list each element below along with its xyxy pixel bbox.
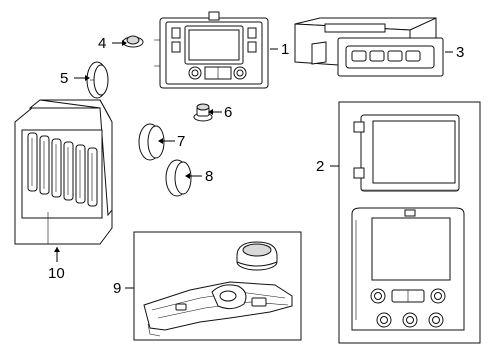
part-8-speaker bbox=[165, 159, 192, 197]
callout-8: 8 bbox=[205, 168, 213, 185]
part-2-screen-upper bbox=[353, 114, 460, 192]
callout-6: 6 bbox=[224, 104, 232, 121]
part-5-speaker bbox=[86, 61, 109, 99]
vent-slats bbox=[27, 132, 98, 207]
part-4-plug bbox=[122, 35, 144, 48]
part-2-screen-lower bbox=[351, 207, 465, 331]
part-10-vent-bezel bbox=[14, 99, 113, 245]
callout-2: 2 bbox=[316, 158, 324, 175]
part-3-rear-module bbox=[294, 17, 444, 77]
callout-3: 3 bbox=[456, 44, 464, 61]
part-2-box bbox=[338, 101, 481, 344]
callout-9: 9 bbox=[113, 280, 121, 297]
part-1-radio-unit bbox=[154, 11, 269, 89]
callout-4: 4 bbox=[98, 35, 106, 52]
part-9-bracket bbox=[143, 281, 293, 337]
part-6-knob bbox=[193, 103, 213, 122]
callout-1: 1 bbox=[281, 41, 289, 58]
callout-7: 7 bbox=[177, 133, 185, 150]
part-9-box bbox=[133, 231, 302, 341]
part-7-speaker bbox=[138, 123, 165, 161]
callout-10: 10 bbox=[48, 265, 65, 282]
callout-5: 5 bbox=[60, 70, 68, 87]
part-9-knob bbox=[236, 241, 278, 271]
